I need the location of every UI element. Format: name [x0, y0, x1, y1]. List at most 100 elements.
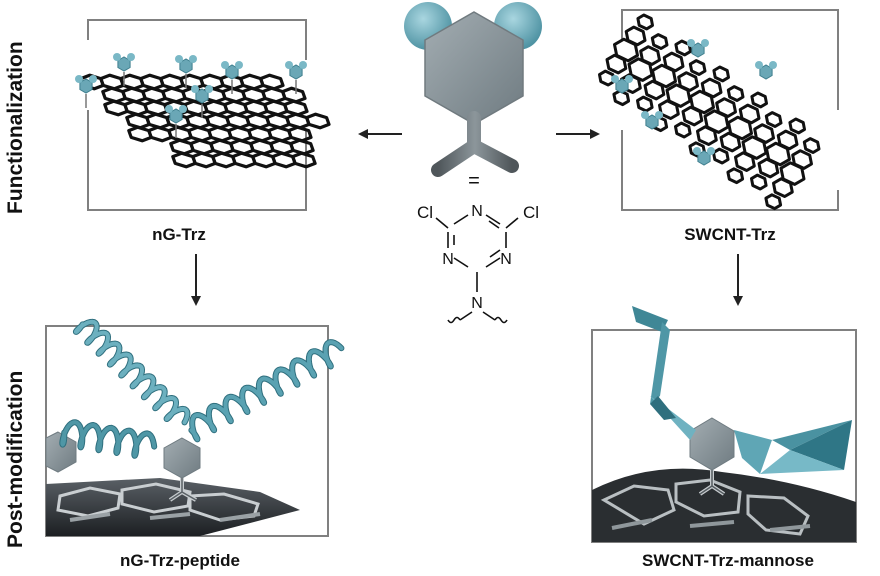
- equals-sign: =: [468, 170, 480, 192]
- mini-ball: [693, 147, 701, 155]
- tube-ring: [696, 125, 718, 146]
- tube-ring: [715, 97, 737, 118]
- lattice-ring: [127, 125, 153, 143]
- panel-frame: [621, 9, 839, 211]
- tube-ring: [624, 25, 647, 47]
- tube-ring: [703, 109, 730, 134]
- mannose-ribbon-right: [734, 420, 852, 474]
- tube-ring: [734, 151, 756, 172]
- arrow-down-right: [733, 254, 743, 306]
- tube-ring: [605, 53, 628, 75]
- tube-ring: [764, 111, 783, 128]
- tube-ring: [636, 95, 654, 113]
- atom-cl-right: Cl: [523, 203, 539, 222]
- atom-n-top: N: [471, 203, 483, 220]
- mini-ball: [641, 111, 649, 119]
- helix: [73, 319, 190, 425]
- mini-ball: [769, 61, 777, 69]
- tube-ring: [665, 83, 692, 108]
- lattice-ring: [305, 112, 331, 130]
- lattice-ring: [211, 151, 237, 169]
- mini-ball: [655, 111, 663, 119]
- lattice-ring: [271, 151, 297, 169]
- panel-frame: [87, 19, 307, 211]
- row-label-post-modification: Post-modification: [4, 371, 27, 548]
- label-swcnt-trz: SWCNT-Trz: [684, 225, 776, 244]
- tube-ring: [750, 173, 768, 191]
- lattice-ring: [191, 151, 217, 169]
- tube-ring: [726, 85, 745, 102]
- peptide-helices: [59, 318, 345, 459]
- tube-ring: [689, 89, 715, 115]
- triazine-groups: [611, 39, 777, 166]
- triazine-hexagon: [689, 417, 735, 471]
- mini-ball: [75, 75, 83, 83]
- mini-ball: [235, 61, 243, 69]
- label-ng-trz: nG-Trz: [152, 225, 206, 244]
- lattice-ring: [171, 151, 197, 169]
- triazine-groups: [75, 53, 307, 138]
- mannose-ribbon-left: [632, 306, 696, 440]
- atom-n-left: N: [442, 251, 454, 268]
- tube-ring: [726, 167, 745, 185]
- atom-n-amine: N: [471, 295, 483, 312]
- panel-swcnt-trz-mannose: [591, 306, 857, 543]
- panel-ng-trz: [70, 19, 331, 211]
- helix: [60, 420, 157, 458]
- mini-ball: [191, 85, 199, 93]
- tube-ring: [674, 121, 692, 139]
- triazine-hexagon: [163, 437, 201, 479]
- tube-ring: [712, 147, 730, 165]
- label-ng-trz-peptide: nG-Trz-peptide: [120, 551, 240, 570]
- arrow-to-left: [358, 129, 402, 139]
- row-label-functionalization: Functionalization: [4, 41, 27, 214]
- helix: [189, 340, 344, 442]
- mini-ball: [179, 105, 187, 113]
- linker-stem: [431, 111, 519, 177]
- tube-ring: [613, 37, 639, 63]
- tube-ring: [658, 99, 680, 120]
- nanotube: [598, 13, 821, 211]
- mini-ball: [189, 55, 197, 63]
- nanotube-closeup: [592, 468, 856, 542]
- tube-ring: [636, 13, 654, 31]
- mini-ball: [89, 75, 97, 83]
- mini-ball: [611, 75, 619, 83]
- tube-ring: [712, 65, 730, 83]
- triazine-3d-model: [404, 2, 542, 177]
- triazine-hexagon: [45, 431, 77, 473]
- tube-ring: [764, 193, 783, 211]
- lattice-ring: [291, 151, 317, 169]
- mini-ball: [285, 61, 293, 69]
- tube-ring: [651, 63, 677, 89]
- tube-ring: [802, 137, 821, 154]
- atom-cl-left: Cl: [417, 203, 433, 222]
- mini-ball: [205, 85, 213, 93]
- lattice-ring: [103, 99, 129, 117]
- tube-ring: [750, 91, 768, 109]
- tube-ring: [639, 45, 661, 66]
- tube-ring: [598, 69, 616, 87]
- tube-ring: [788, 117, 806, 135]
- tube-ring: [681, 105, 704, 127]
- tube-ring: [662, 51, 685, 73]
- mini-ball: [755, 61, 763, 69]
- graphene-sheet: [79, 73, 331, 169]
- cyanuric-chloride-structure: [435, 214, 519, 324]
- mini-ball: [175, 55, 183, 63]
- mini-ball: [625, 75, 633, 83]
- panel-ng-trz-peptide: [45, 318, 345, 537]
- tube-ring: [753, 123, 775, 144]
- tube-ring: [779, 161, 806, 186]
- panel-swcnt-trz: [598, 9, 850, 211]
- tube-ring: [741, 135, 768, 160]
- lattice-ring: [251, 151, 277, 169]
- tube-ring: [738, 103, 761, 125]
- lattice-ring: [231, 151, 257, 169]
- mini-ball: [687, 39, 695, 47]
- tube-ring: [719, 131, 742, 153]
- mini-ball: [221, 61, 229, 69]
- tube-ring: [643, 79, 666, 101]
- mini-ball: [299, 61, 307, 69]
